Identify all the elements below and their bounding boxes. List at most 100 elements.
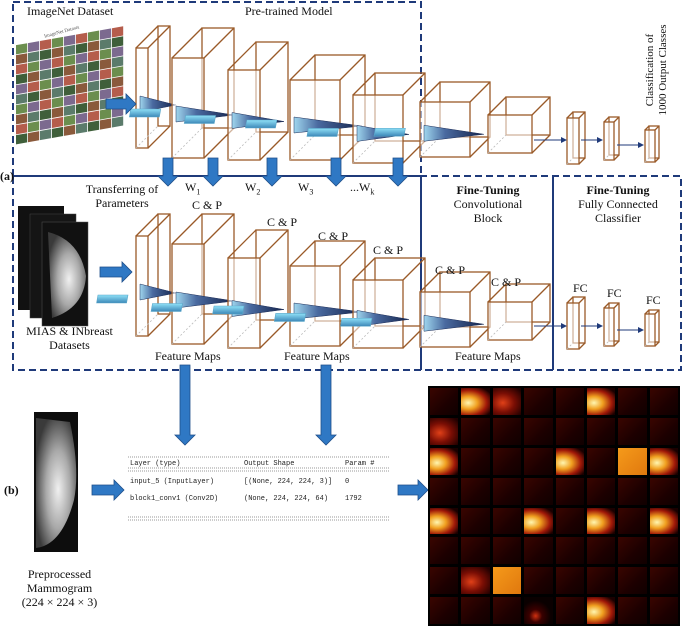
finetune-fc-sub-line2: Classifier — [595, 210, 641, 225]
feature-map-tile — [586, 507, 616, 535]
top-input-slab-cone — [139, 95, 177, 113]
feature-map-tile — [524, 597, 553, 624]
mosaic-tile — [40, 58, 52, 71]
feature-map-tile — [492, 597, 522, 624]
mias-inbreast-label-line2: Datasets — [49, 337, 90, 352]
bottom-fc-2 — [603, 302, 620, 347]
transferring-label-line2: Parameters — [95, 195, 149, 210]
top-block-5 — [373, 81, 491, 158]
mosaic-tile — [112, 86, 124, 98]
bottom-block-6 — [487, 283, 551, 341]
mosaic-tile — [112, 56, 124, 68]
feature-map-tile — [586, 477, 616, 505]
mosaic-tile — [40, 98, 52, 111]
fc-label-2: FC — [607, 286, 622, 300]
top-fc-3-front — [644, 129, 656, 163]
mosaic-tile — [76, 92, 88, 104]
feature-map-tile — [555, 567, 584, 595]
imagenet-dataset-label: ImageNet Dataset — [27, 4, 114, 18]
finetune-conv-sub-line2: Block — [473, 210, 503, 225]
mosaic-tile — [100, 38, 112, 50]
weight-label-1: W1 — [185, 180, 200, 197]
mosaic-tile — [88, 40, 100, 52]
feature-map-tile — [649, 417, 678, 445]
top-input-slab-edge-tl — [135, 25, 159, 49]
top-block-6-front — [487, 114, 533, 154]
mosaic-tile — [112, 46, 124, 58]
feature-map-tile — [586, 537, 616, 565]
cp-label-5: C & P — [435, 263, 466, 277]
arrow-mias-to-model — [99, 261, 133, 283]
finetune-conv-sub: Convolutional Block — [424, 197, 552, 226]
mosaic-tile — [16, 123, 28, 135]
feature-map-tile — [649, 597, 678, 624]
fc-label-3: FC — [646, 293, 661, 307]
weight-label-3-base: W — [298, 180, 310, 194]
mosaic-tile — [40, 108, 52, 121]
bottom-link-1-head — [561, 323, 567, 329]
weight-label-3-sub: 3 — [309, 187, 314, 197]
weight-label-1-base: W — [185, 180, 197, 194]
imagenet-mosaic — [16, 26, 124, 145]
summary-row2-shape: (None, 224, 224, 64) — [244, 495, 329, 503]
weight-label-k-sub: k — [370, 187, 375, 197]
bottom-input-slab-edge-bl-hidden — [135, 313, 159, 337]
arrow-transfer-3 — [261, 157, 283, 187]
feature-map-tile — [461, 417, 490, 445]
feature-map-tile — [461, 567, 490, 595]
transferring-label: Transferring of Parameters — [82, 182, 162, 211]
classification-label-line1: Classification of — [644, 33, 656, 107]
top-link-1-head — [561, 137, 567, 143]
mosaic-tile — [100, 118, 112, 130]
mias-inbreast-label-line1: MIAS & INbreast — [26, 324, 113, 338]
bottom-block-1 — [96, 213, 235, 345]
mosaic-tile — [52, 116, 64, 129]
bottom-fc-2-front — [603, 307, 615, 347]
weight-label-k: ...Wk — [350, 180, 375, 197]
mosaic-tile — [88, 120, 100, 132]
mias-inbreast-label: MIAS & INbreast Datasets — [12, 324, 127, 353]
preprocessed-mammogram-label: Preprocessed Mammogram (224 × 224 × 3) — [2, 567, 117, 609]
bottom-block-4-arm — [273, 313, 307, 322]
bottom-block-5 — [340, 271, 491, 348]
feature-map-tile — [461, 388, 490, 415]
mosaic-tile — [16, 83, 28, 95]
mosaic-tile — [100, 88, 112, 100]
cp-label-3: C & P — [318, 229, 349, 243]
bottom-fc-3-edge-br — [654, 341, 660, 347]
top-block-4-edge-tl — [352, 72, 376, 96]
feature-map-tile — [492, 567, 522, 595]
bottom-input-slab-back — [157, 213, 171, 315]
arrow-transfer-4 — [325, 157, 347, 187]
top-fc-2-edge-tr — [613, 116, 620, 123]
top-block-1-edge-bl-hidden — [171, 127, 203, 159]
feature-map-tile — [618, 388, 647, 415]
bottom-block-5-arm — [340, 317, 373, 327]
classification-label-line2: 1000 Output Classes — [656, 24, 669, 116]
top-fc-1-edge-tl — [566, 111, 574, 119]
feature-map-tile — [555, 447, 584, 475]
top-fc-3-edge-tl — [644, 125, 650, 131]
bottom-block-2-edge-tl — [227, 229, 257, 259]
top-fc-2-edge-bl-hidden — [603, 154, 610, 161]
mosaic-tile — [64, 44, 76, 56]
bottom-fc-2-edge-tl — [603, 302, 610, 309]
cp-label-1: C & P — [192, 198, 223, 212]
feature-map-tile — [430, 597, 459, 624]
bottom-block-2-edge-tr — [259, 229, 289, 259]
panel-a-label: (a) — [0, 169, 14, 183]
top-fc-3 — [644, 125, 660, 163]
feature-map-tile — [618, 537, 647, 565]
top-input-slab — [135, 25, 177, 149]
mosaic-tile — [40, 88, 52, 101]
feature-map-tile — [586, 567, 616, 595]
mosaic-tile — [28, 41, 40, 53]
summary-header-param: Param # — [345, 460, 375, 468]
cnn-blocks — [96, 25, 660, 350]
bottom-block-6-edge-tl — [487, 283, 507, 303]
mosaic-tile — [52, 76, 64, 89]
feature-map-tile — [555, 507, 584, 535]
feature-map-tile — [649, 447, 678, 475]
summary-row2-layer: block1_conv1 (Conv2D) — [130, 495, 219, 503]
mosaic-tile — [88, 60, 100, 72]
